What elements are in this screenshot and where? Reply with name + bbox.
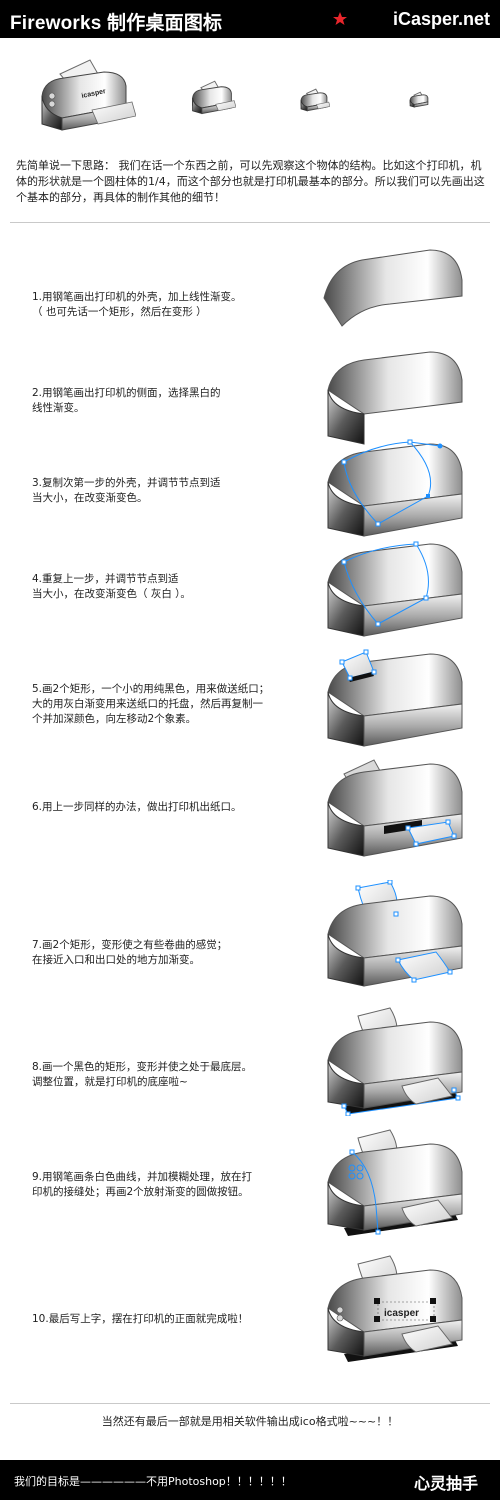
hero-icons: icasper <box>0 38 500 148</box>
footer-bar: 我们的目标是——————不用Photoshop！！！！！！ 心灵抽手 <box>0 1460 500 1500</box>
red-star-logo-icon <box>333 12 347 25</box>
header-bar: Fireworks 制作桌面图标 iCasper.net <box>0 0 500 38</box>
footer-goal: 我们的目标是——————不用Photoshop！！！！！！ <box>14 1475 292 1488</box>
step-3-text: 3.复制次第一步的外壳，并调节节点到适 当大小，在改变渐变色。 <box>32 477 221 504</box>
step-1-figure <box>323 249 463 327</box>
step-8-text: 8.画一个黑色的矩形，变形并使之处于最底层。 调整位置，就是打印机的底座啦~ <box>32 1061 253 1088</box>
step-5-text: 5.画2个矩形，一个小的用纯黑色，用来做送纸口； 大的用灰白渐变用来送纸口的托盘… <box>32 683 270 725</box>
step-2-figure <box>327 351 463 445</box>
step-7-text: 7.画2个矩形，变形使之有些卷曲的感觉； 在接近入口和出口处的地方加渐变。 <box>32 939 228 966</box>
step-7-figure <box>327 880 463 987</box>
divider-top <box>10 222 490 223</box>
printer-icon-tiny <box>409 91 429 108</box>
intro-text: 先简单说一下思路： 我们在话一个东西之前，可以先观察这个物体的结构。比如这个打印… <box>16 159 485 204</box>
step-9-text: 9.用钢笔画条白色曲线，并加模糊处理，放在打 印机的接缝处；再画2个放射渐变的圆… <box>32 1171 253 1198</box>
step-10-text: 10.最后写上字，摆在打印机的正面就完成啦！ <box>32 1313 249 1325</box>
step-3-figure <box>327 439 463 537</box>
step-10-figure: icasper <box>327 1255 463 1362</box>
step-6-text: 6.用上一步同样的办法，做出打印机出纸口。 <box>32 801 242 813</box>
step-2-text: 2.用钢笔画出打印机的侧面，选择黑白的 线性渐变。 <box>32 387 221 414</box>
printer-icon-small <box>300 88 330 112</box>
footer-signature: 心灵抽手 <box>413 1474 478 1493</box>
step-4-text: 4.重复上一步，并调节节点到适 当大小，在改变渐变色（ 灰白 ）。 <box>32 573 191 600</box>
page-title: Fireworks 制作桌面图标 <box>10 13 223 34</box>
brand-name: iCasper.net <box>392 9 490 29</box>
step-4-figure <box>327 541 463 637</box>
step-6-figure <box>327 759 463 857</box>
printer-label: icasper <box>384 1308 419 1319</box>
footer-note: 当然还有最后一部就是用相关软件输出成ico格式啦~~~！！ <box>101 1415 399 1428</box>
step-9-figure <box>327 1129 463 1236</box>
step-5-figure <box>327 649 463 747</box>
step-8-figure <box>327 1007 463 1116</box>
step-1-text: 1.用钢笔画出打印机的外壳，加上线性渐变。 （ 也可先话一个矩形，然后在变形 ） <box>32 291 242 318</box>
printer-icon-medium <box>192 80 236 115</box>
printer-icon-large: icasper <box>41 59 136 131</box>
divider-bottom <box>10 1403 490 1404</box>
